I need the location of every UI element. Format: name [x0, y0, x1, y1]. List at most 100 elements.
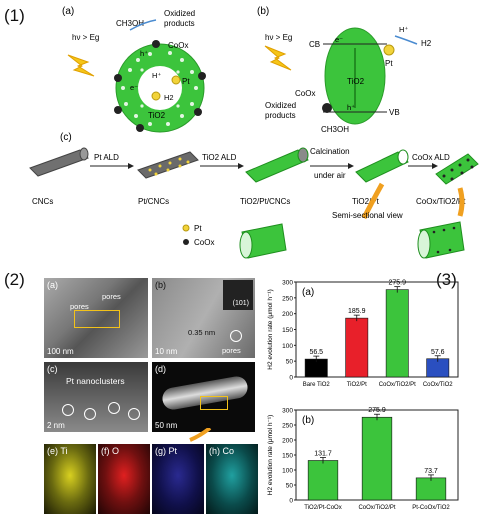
- data-label: 185.9: [348, 308, 366, 315]
- step-pt-cncs: [137, 151, 199, 179]
- step-coox-tio2-pt: [435, 153, 479, 185]
- step-label-tio2-pt-cncs: TiO2/Pt/CNCs: [240, 197, 290, 206]
- scheme-a-methanol: CH3OH: [116, 19, 144, 28]
- semi-section-tio2-pt: [239, 223, 287, 259]
- arrow-label-calcination: Calcination: [310, 147, 350, 156]
- step-tio2-pt-cncs: [245, 147, 309, 183]
- y-tick-label: 50: [286, 483, 294, 490]
- y-tick-label: 100: [282, 468, 293, 475]
- scheme-a-pt: Pt: [182, 77, 190, 86]
- coox-particle: [114, 106, 122, 114]
- coox-particle: [198, 72, 206, 80]
- data-label: 275.9: [368, 407, 386, 414]
- scheme-a-hv: hν > Eg: [72, 33, 99, 42]
- eds-co-label: (h) Co: [209, 446, 235, 456]
- legend-coox-label: CoOx: [194, 238, 214, 247]
- x-tick-label: CoOx/TiO2: [423, 382, 453, 388]
- scheme-b-tio2: TiO2: [347, 77, 365, 86]
- arrow-head: [348, 163, 354, 169]
- arrow-head: [432, 163, 438, 169]
- data-label: 275.9: [388, 280, 406, 287]
- x-tick-label: CoOx/TiO2/Pt: [379, 382, 416, 388]
- data-label: 56.5: [309, 349, 323, 356]
- orange-arrow: [189, 428, 212, 442]
- step-label-cncs: CNCs: [32, 197, 53, 206]
- x-tick-label: Pt-CoOx/TiO2: [412, 505, 450, 511]
- orange-arrow: [361, 182, 385, 220]
- chart-title: (b): [302, 415, 314, 426]
- y-axis-label: H2 evolution rate (μmol h⁻¹): [267, 289, 274, 370]
- step-tio2-pt: [355, 149, 409, 183]
- scheme-b-hplus: H⁺: [399, 25, 408, 34]
- eds-ti-label: (e) Ti: [47, 446, 68, 456]
- scheme-a-tio2: TiO2: [148, 111, 166, 120]
- micrograph-b: (b) (101) 0.35 nm pores 10 nm: [152, 278, 255, 358]
- bar: [361, 416, 393, 501]
- y-axis-label: H2 evolution rate (μmol h⁻¹): [267, 415, 274, 496]
- scheme-a-coox: CoOx: [168, 41, 188, 50]
- section-2-label: (2): [4, 270, 25, 289]
- micrograph-a-label: (a): [47, 280, 58, 290]
- micrograph-d-scale: 50 nm: [155, 421, 178, 430]
- micrograph-d: (d) 50 nm: [152, 362, 255, 432]
- scheme-b-vb: VB: [389, 108, 400, 117]
- data-label: 131.7: [314, 450, 332, 457]
- y-tick-label: 50: [286, 359, 294, 366]
- x-tick-label: TiO2/Pt-CoOx: [304, 505, 341, 511]
- scheme-a-e: e⁻: [130, 83, 138, 92]
- cluster-marker: [84, 408, 96, 420]
- orange-arrow: [457, 187, 465, 217]
- eds-map-pt: (g) Pt: [152, 444, 204, 514]
- scheme-b-pt: Pt: [385, 59, 393, 68]
- eds-map-o: (f) O: [98, 444, 150, 514]
- micrograph-b-scale: 10 nm: [155, 347, 178, 356]
- legend-pt-label: Pt: [194, 224, 202, 233]
- eds-pt-label: (g) Pt: [155, 446, 178, 456]
- arrow-head: [128, 163, 134, 169]
- cluster-marker: [108, 402, 120, 414]
- bar: [307, 460, 339, 501]
- bar: [345, 317, 369, 378]
- y-tick-label: 0: [289, 498, 293, 505]
- micrograph-b-note: pores: [222, 346, 241, 355]
- coox-particle: [322, 103, 332, 113]
- micrograph-a: (a) pores pores 100 nm: [44, 278, 148, 358]
- arrow-label-tio2-ald: TiO2 ALD: [202, 153, 237, 162]
- y-tick-label: 200: [282, 311, 293, 318]
- pore-marker: [230, 330, 242, 342]
- micrograph-c-note: Pt nanoclusters: [66, 376, 125, 386]
- arrow-label-coox-ald: CoOx ALD: [412, 153, 450, 162]
- arrow-label-pt-ald: Pt ALD: [94, 153, 119, 162]
- scheme-c: (c) CNCs Pt ALD Pt/CNCs TiO2 ALD TiO2/Pt…: [29, 132, 479, 259]
- legend-coox-marker: [183, 239, 189, 245]
- coox-particle: [152, 40, 160, 48]
- eds-map-co: (h) Co: [206, 444, 258, 514]
- section-3-label: (3): [436, 270, 457, 289]
- pt-particle: [151, 91, 161, 101]
- data-label: 57.6: [431, 349, 445, 356]
- micrograph-a-scale: 100 nm: [47, 347, 74, 356]
- scheme-b: (b) hν > Eg CB VB TiO2 e⁻ h⁺ Pt H⁺ H2 Co…: [257, 6, 432, 134]
- flow-arrow: [129, 19, 157, 31]
- scheme-b-e: e⁻: [335, 35, 343, 44]
- d-spacing-label: 0.35 nm: [188, 328, 216, 337]
- semi-sectional-label: Semi-sectional view: [332, 211, 403, 220]
- zoom-box: [74, 310, 120, 328]
- arrow-label-under-air: under air: [314, 171, 346, 180]
- lightning-icon: [264, 45, 292, 71]
- y-tick-label: 150: [282, 327, 293, 334]
- micrograph-c-label: (c): [47, 364, 58, 374]
- scheme-a-hplus: H⁺: [152, 71, 161, 80]
- scheme-b-label: (b): [257, 6, 269, 17]
- sphere-core: [138, 66, 182, 110]
- scheme-b-h2: H2: [421, 39, 432, 48]
- bar: [385, 289, 409, 378]
- eds-map-ti: (e) Ti: [44, 444, 96, 514]
- arrow-head: [238, 163, 244, 169]
- scheme-a-label: (a): [62, 6, 74, 17]
- cluster-marker: [128, 408, 140, 420]
- fft-label: (101): [232, 300, 249, 307]
- cluster-marker: [62, 404, 74, 416]
- step-label-coox-tio2-pt: CoOx/TiO2/Pt: [416, 197, 466, 206]
